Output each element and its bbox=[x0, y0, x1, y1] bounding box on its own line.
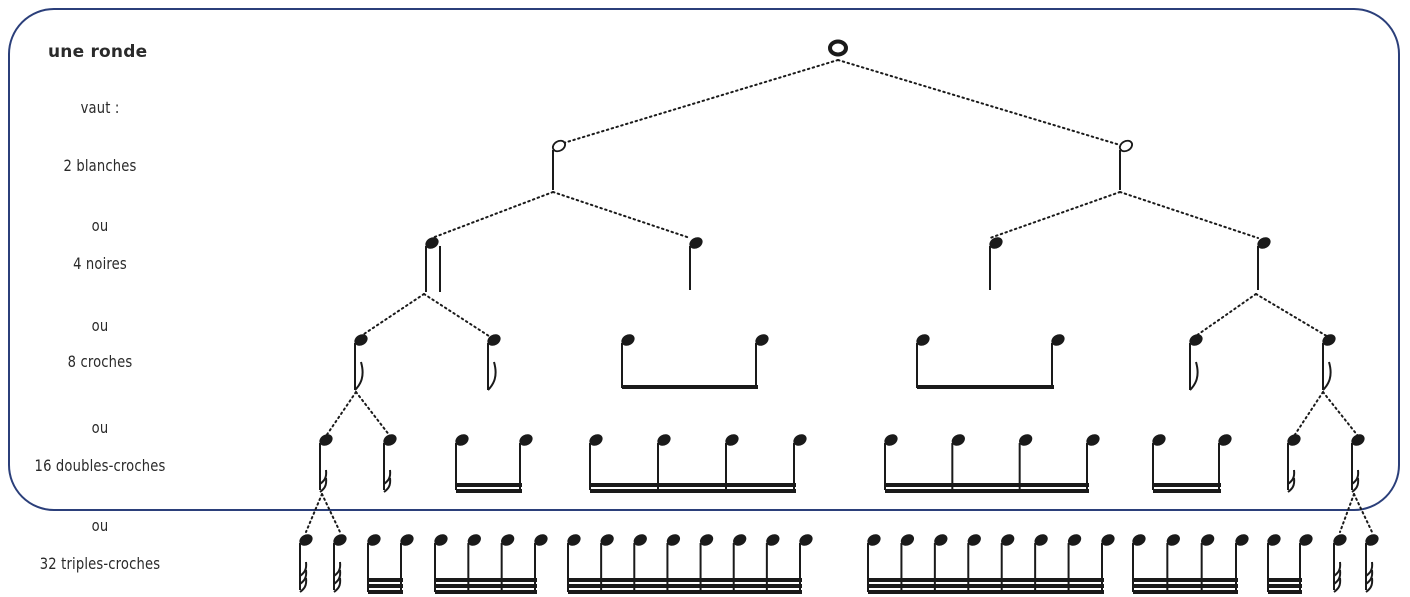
note-beam bbox=[885, 483, 1089, 487]
dotted-connector bbox=[1192, 293, 1257, 339]
note-flag bbox=[1365, 577, 1374, 593]
label-16-doubles-croches: 16 doubles-croches bbox=[34, 456, 166, 475]
label-2-blanches: 2 blanches bbox=[63, 156, 137, 175]
note-beam bbox=[1153, 489, 1221, 493]
note-beam bbox=[368, 584, 403, 588]
note-flag bbox=[354, 361, 364, 391]
dotted-connector bbox=[989, 191, 1121, 239]
label-ou-2: ou bbox=[91, 316, 109, 335]
note-flag bbox=[299, 561, 308, 577]
half-note bbox=[1118, 139, 1134, 153]
label-4-noires: 4 noires bbox=[73, 254, 127, 273]
label-ou-1: ou bbox=[91, 216, 109, 235]
note-beam bbox=[568, 584, 802, 588]
note-beam bbox=[435, 590, 537, 594]
note-beam bbox=[456, 489, 522, 493]
label-ou-4: ou bbox=[91, 516, 109, 535]
label-une-ronde: une ronde bbox=[48, 42, 148, 62]
note-beam bbox=[368, 590, 403, 594]
note-flag bbox=[1189, 361, 1199, 391]
dotted-connector bbox=[1293, 391, 1324, 437]
dotted-connector bbox=[355, 391, 391, 437]
note-beam bbox=[590, 489, 796, 493]
note-beam bbox=[885, 489, 1089, 493]
note-beam bbox=[435, 578, 537, 582]
note-beam bbox=[1133, 584, 1238, 588]
dotted-connector bbox=[1353, 493, 1373, 533]
dotted-connector bbox=[431, 191, 554, 239]
note-flag bbox=[1287, 469, 1296, 485]
dotted-connector bbox=[1322, 391, 1359, 437]
note-beam bbox=[590, 483, 796, 487]
note-beam bbox=[868, 578, 1104, 582]
note-flag bbox=[1365, 569, 1374, 585]
note-beam bbox=[1268, 590, 1302, 594]
whole-note bbox=[828, 39, 848, 57]
note-flag bbox=[1333, 561, 1342, 577]
note-flag bbox=[333, 569, 342, 585]
note-beam bbox=[1153, 483, 1221, 487]
label-vaut: vaut : bbox=[80, 98, 120, 117]
note-flag bbox=[299, 577, 308, 593]
dotted-connector bbox=[305, 493, 323, 533]
note-beam bbox=[1268, 578, 1302, 582]
dotted-connector bbox=[556, 59, 839, 146]
note-flag bbox=[383, 477, 392, 493]
note-flag bbox=[319, 477, 328, 493]
label-ou-3: ou bbox=[91, 418, 109, 437]
note-flag bbox=[299, 569, 308, 585]
note-beam bbox=[568, 578, 802, 582]
note-flag bbox=[1333, 569, 1342, 585]
note-flag bbox=[1351, 469, 1360, 485]
half-note bbox=[551, 139, 567, 153]
dotted-connector bbox=[423, 293, 493, 339]
note-flag bbox=[1287, 477, 1296, 493]
note-flag bbox=[383, 469, 392, 485]
note-beam bbox=[1133, 578, 1238, 582]
note-beam bbox=[868, 584, 1104, 588]
note-beam bbox=[868, 590, 1104, 594]
note-beam bbox=[917, 385, 1054, 389]
note-flag bbox=[1322, 361, 1332, 391]
note-beam bbox=[435, 584, 537, 588]
note-flag bbox=[333, 577, 342, 593]
note-flag bbox=[319, 469, 328, 485]
dotted-connector bbox=[552, 191, 691, 239]
note-flag bbox=[1333, 577, 1342, 593]
dotted-connector bbox=[1255, 293, 1331, 339]
note-flag bbox=[333, 561, 342, 577]
note-beam bbox=[456, 483, 522, 487]
note-beam bbox=[568, 590, 802, 594]
label-32-triples-croches: 32 triples-croches bbox=[39, 554, 161, 573]
dotted-connector bbox=[325, 391, 357, 437]
note-flag bbox=[1351, 477, 1360, 493]
note-beam bbox=[368, 578, 403, 582]
dotted-connector bbox=[1339, 493, 1355, 533]
dotted-connector bbox=[357, 293, 425, 339]
dotted-connector bbox=[321, 493, 341, 533]
label-8-croches: 8 croches bbox=[67, 352, 133, 371]
note-beam bbox=[622, 385, 758, 389]
dotted-connector bbox=[837, 59, 1121, 146]
note-beam bbox=[1133, 590, 1238, 594]
dotted-connector bbox=[1119, 191, 1259, 239]
note-flag bbox=[1365, 561, 1374, 577]
note-beam bbox=[1268, 584, 1302, 588]
note-flag bbox=[487, 361, 497, 391]
